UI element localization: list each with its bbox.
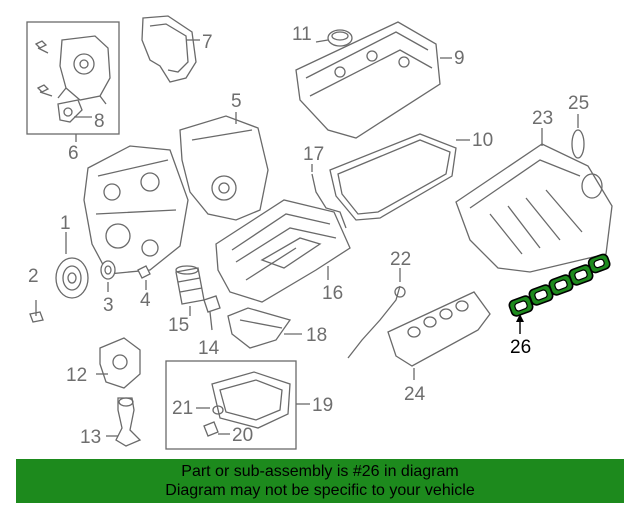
callout-25: 25 xyxy=(568,93,589,114)
part-13-strainer[interactable] xyxy=(115,397,142,447)
callout-2: 2 xyxy=(28,266,39,287)
engine-parts-diagram: 7 8 6 5 11 9 10 17 23 25 1 2 3 4 15 14 1… xyxy=(26,15,613,450)
callout-7: 7 xyxy=(202,32,213,53)
callout-6: 6 xyxy=(68,143,79,164)
callout-3: 3 xyxy=(103,295,114,316)
banner-line-2: Diagram may not be specific to your vehi… xyxy=(165,482,475,499)
part-6-timing-cover[interactable] xyxy=(83,145,189,275)
banner-line-1: Part or sub-assembly is #26 in diagram xyxy=(181,463,459,480)
callout-8: 8 xyxy=(94,111,105,132)
callout-12: 12 xyxy=(66,365,87,386)
callout-5: 5 xyxy=(231,91,242,112)
callout-17: 17 xyxy=(303,144,324,165)
part-25-o-ring[interactable] xyxy=(571,129,585,159)
part-17-tube[interactable] xyxy=(311,173,347,229)
callout-18: 18 xyxy=(306,325,327,346)
part-4-key[interactable] xyxy=(137,265,151,279)
callout-22: 22 xyxy=(390,249,411,270)
callout-24: 24 xyxy=(404,384,426,405)
callout-20: 20 xyxy=(232,425,253,446)
part-bolts-top-left[interactable] xyxy=(34,40,53,97)
part-1-crank-pulley[interactable] xyxy=(55,257,89,299)
gasket-1 xyxy=(508,295,534,317)
part-10-gasket[interactable] xyxy=(329,133,457,221)
part-9-valve-cover[interactable] xyxy=(295,21,441,139)
callout-14: 14 xyxy=(198,338,220,359)
callout-13: 13 xyxy=(80,427,101,448)
callout-10: 10 xyxy=(472,130,493,151)
info-banner: Part or sub-assembly is #26 in diagram D… xyxy=(16,459,624,503)
part-18-baffle[interactable] xyxy=(227,307,292,349)
part-19-group-box xyxy=(165,360,297,450)
part-2-bolt[interactable] xyxy=(29,300,44,323)
part-21-washer[interactable] xyxy=(212,405,224,415)
callout-23: 23 xyxy=(532,108,553,129)
part-water-pump[interactable] xyxy=(57,35,111,105)
part-23-intake-manifold[interactable] xyxy=(455,143,613,273)
part-14-sensor[interactable] xyxy=(203,295,221,331)
callout-16: 16 xyxy=(322,283,343,304)
part-24-lower-intake[interactable] xyxy=(387,291,491,367)
part-16-oil-pan[interactable] xyxy=(215,199,351,303)
gasket-5 xyxy=(587,253,611,274)
callout-4: 4 xyxy=(140,290,151,311)
part-12-oil-pump[interactable] xyxy=(99,337,141,389)
callout-9: 9 xyxy=(454,48,465,69)
part-3-seal[interactable] xyxy=(100,260,116,280)
part-7-gasket[interactable] xyxy=(141,15,197,83)
part-19-lower-oil-pan[interactable] xyxy=(211,371,291,429)
callout-15: 15 xyxy=(168,315,189,336)
callout-26: 26 xyxy=(510,337,531,358)
callout-11: 11 xyxy=(292,24,312,45)
part-22-dipstick[interactable] xyxy=(347,285,406,359)
part-8-sensor[interactable] xyxy=(57,99,83,123)
part-8-group-box xyxy=(26,21,120,135)
callout-19: 19 xyxy=(312,395,333,416)
part-26-gaskets-highlighted[interactable] xyxy=(508,253,611,317)
part-11-oil-cap[interactable] xyxy=(327,29,353,47)
callout-21: 21 xyxy=(172,398,193,419)
part-5-front-cover[interactable] xyxy=(179,115,269,221)
part-15-oil-filter[interactable] xyxy=(175,265,205,305)
part-20-drain-plug[interactable] xyxy=(203,421,219,437)
callout-1: 1 xyxy=(60,213,71,234)
